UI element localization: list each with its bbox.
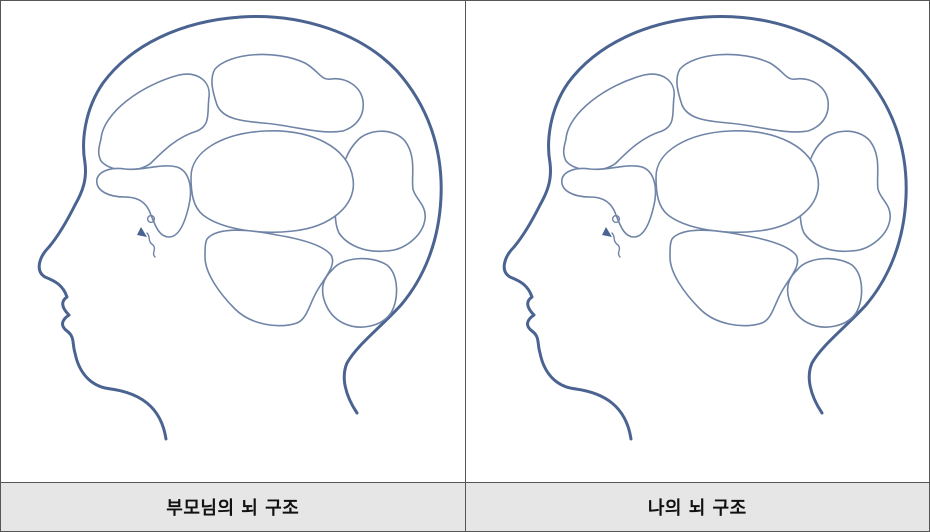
ear-arrow-icon xyxy=(602,227,612,237)
head-profile-brain-map-icon xyxy=(1,1,464,482)
head-profile-brain-map-icon xyxy=(466,1,929,482)
ear-squiggle xyxy=(147,233,155,257)
brain-region-frontal-upper xyxy=(563,74,673,170)
ear-squiggle xyxy=(612,233,620,257)
brain-region-cerebellum xyxy=(787,259,861,327)
illustration-row xyxy=(1,1,930,483)
brain-region-central-core xyxy=(191,131,353,232)
brain-region-temporal xyxy=(205,230,333,325)
brain-region-parietal-upper xyxy=(212,54,363,131)
my-brain-caption: 나의 뇌 구조 xyxy=(465,483,930,532)
parents-brain-caption: 부모님의 뇌 구조 xyxy=(1,483,466,532)
brain-region-parietal-upper xyxy=(676,54,827,131)
brain-region-cerebellum xyxy=(323,259,397,327)
ear-arrow-icon xyxy=(137,227,147,237)
my-brain-panel xyxy=(465,1,930,483)
brain-region-frontal-lower xyxy=(561,166,655,237)
brain-region-frontal-upper xyxy=(99,74,209,170)
brain-region-central-core xyxy=(656,131,818,232)
parents-brain-panel xyxy=(1,1,466,483)
caption-row: 부모님의 뇌 구조 나의 뇌 구조 xyxy=(1,483,930,532)
brain-region-temporal xyxy=(670,230,798,325)
brain-region-frontal-lower xyxy=(97,166,191,237)
